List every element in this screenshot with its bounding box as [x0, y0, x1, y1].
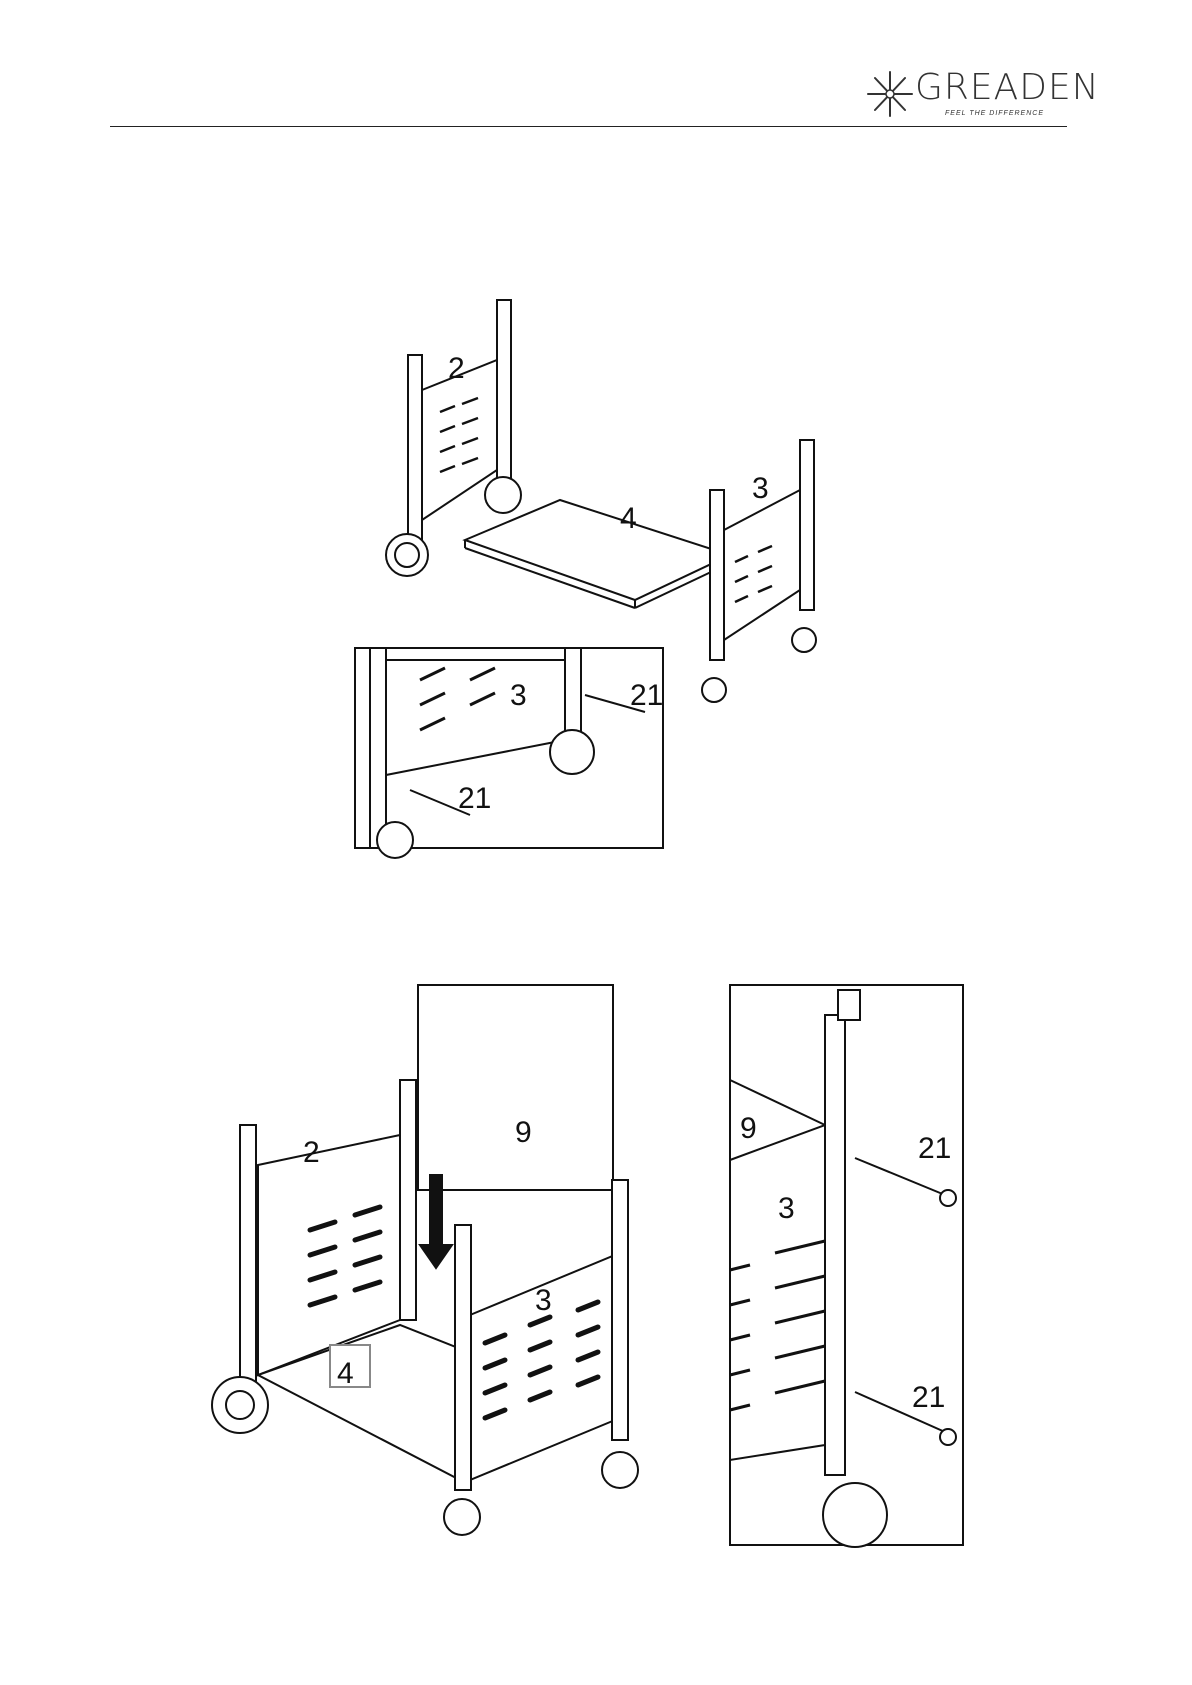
fig2-label-panel-3: 3 — [535, 1284, 552, 1317]
fig1-label-shelf-4: 4 — [620, 502, 637, 535]
fig2-inset-label-panel-9: 9 — [740, 1112, 757, 1145]
bottom-shelf — [465, 500, 730, 600]
figure-2-inset — [730, 985, 963, 1547]
fig1-label-panel-2: 2 — [448, 352, 465, 385]
back-panel — [418, 985, 613, 1190]
fig2-inset-label-screw-21-top: 21 — [918, 1132, 951, 1165]
figure-1 — [355, 300, 816, 858]
wheel — [212, 1377, 268, 1433]
fig1-inset-label-screw-21-bottom: 21 — [458, 782, 491, 815]
fig2-label-shelf-4: 4 — [337, 1357, 354, 1390]
fig2-inset-label-panel-3: 3 — [778, 1192, 795, 1225]
figure-2 — [212, 985, 638, 1535]
fig1-label-panel-3: 3 — [752, 472, 769, 505]
fig1-inset-label-panel-3: 3 — [510, 679, 527, 712]
fig1-inset-label-screw-21-top: 21 — [630, 679, 663, 712]
fig2-label-panel-9: 9 — [515, 1116, 532, 1149]
fig2-label-panel-2: 2 — [303, 1136, 320, 1169]
fig2-inset-label-screw-21-bottom: 21 — [912, 1381, 945, 1414]
